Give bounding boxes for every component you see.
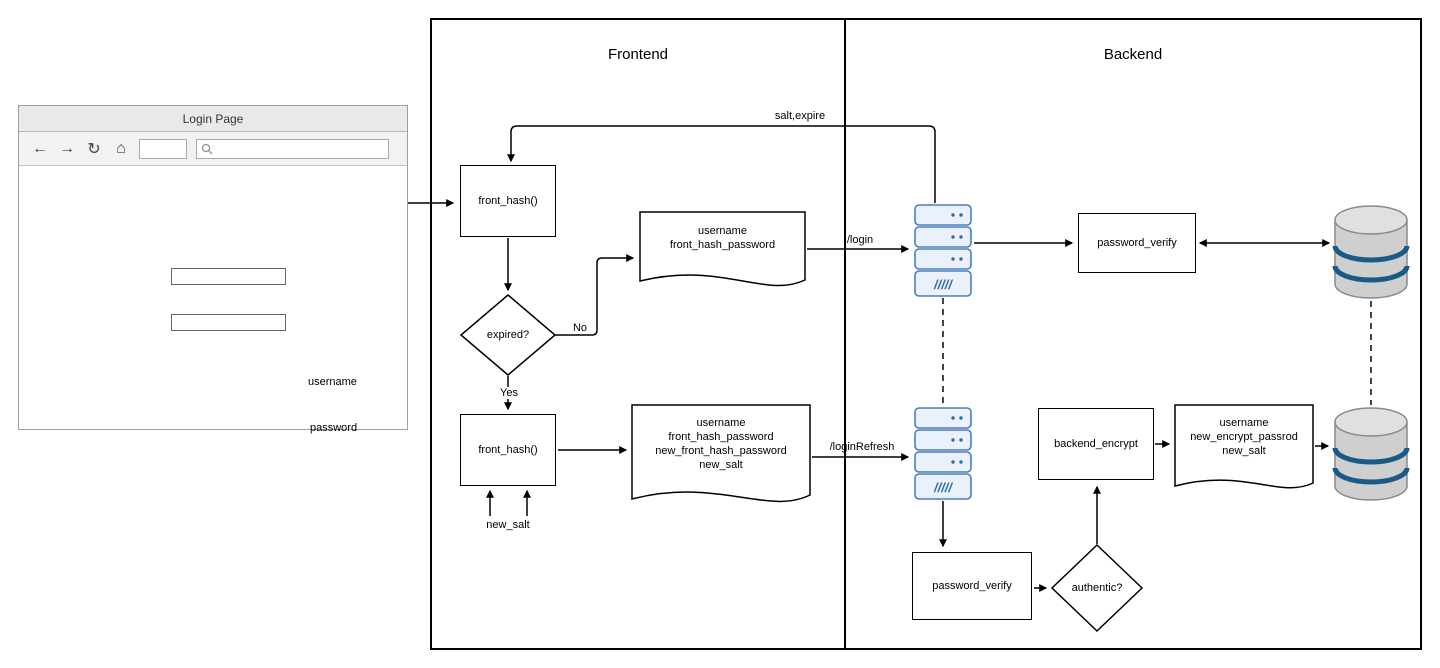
front-hash-top-node: front_hash() xyxy=(460,165,556,237)
browser-title: Login Page xyxy=(19,106,407,132)
server-icon-login: ///// xyxy=(914,204,972,297)
expired-no-wire xyxy=(555,254,635,336)
server-slashes-glyph: ///// xyxy=(933,277,953,292)
back-icon[interactable]: ← xyxy=(32,139,48,157)
refresh-payload-document xyxy=(631,404,811,503)
frontend-wires xyxy=(486,125,936,516)
login-payload-text: username front_hash_password xyxy=(669,225,776,251)
refresh-icon[interactable]: ↻ xyxy=(87,140,101,158)
password-verify-top-node: password_verify xyxy=(1078,213,1196,273)
address-input[interactable] xyxy=(139,138,187,159)
username-field-label: username xyxy=(308,376,357,388)
yes-branch-label: Yes xyxy=(494,387,524,399)
authentic-diamond xyxy=(1050,543,1144,633)
refresh-payload-text: username front_hash_password new_front_h… xyxy=(655,417,787,471)
frontend-panel-title: Frontend xyxy=(607,46,669,63)
browser-toolbar: ← → ↻ ⌂ xyxy=(19,132,407,166)
login-refresh-endpoint-label: /loginRefresh xyxy=(829,441,895,453)
password-verify-bottom-node: password_verify xyxy=(912,552,1032,620)
store-payload-document xyxy=(1174,404,1314,489)
salt-expire-wire xyxy=(507,125,936,203)
forward-icon[interactable]: → xyxy=(59,139,75,157)
login-endpoint-label: /login xyxy=(846,234,874,246)
password-field-label: password xyxy=(310,422,358,434)
browser-window: Login Page ← → ↻ ⌂ username password xyxy=(18,105,408,434)
password-input[interactable] xyxy=(171,314,286,331)
backend-wires xyxy=(939,239,1372,592)
front-hash-bottom-node: front_hash() xyxy=(460,414,556,486)
diagram-frame xyxy=(430,18,1422,650)
database-icon-top xyxy=(1332,205,1410,299)
home-icon[interactable]: ⌂ xyxy=(116,139,126,157)
authentic-diamond-label: authentic? xyxy=(1071,581,1123,594)
search-icon xyxy=(201,143,213,154)
expired-diamond xyxy=(459,294,557,376)
database-icon-bottom xyxy=(1332,407,1410,501)
search-box[interactable] xyxy=(196,138,389,159)
new-salt-label: new_salt xyxy=(486,519,530,531)
backend-panel-title: Backend xyxy=(1103,46,1163,63)
username-input[interactable] xyxy=(171,268,286,285)
search-input[interactable] xyxy=(217,142,384,155)
yes-branch-text: Yes xyxy=(498,387,520,399)
salt-expire-label: salt,expire xyxy=(774,110,826,122)
server-slashes-glyph: ///// xyxy=(933,480,953,495)
store-payload-text: username new_encrypt_passrod new_salt xyxy=(1190,417,1298,457)
server-icon-refresh: ///// xyxy=(914,407,972,500)
login-payload-document xyxy=(639,211,806,287)
expired-diamond-label: expired? xyxy=(486,328,530,341)
no-branch-label: No xyxy=(572,322,588,334)
backend-encrypt-node: backend_encrypt xyxy=(1038,408,1154,480)
